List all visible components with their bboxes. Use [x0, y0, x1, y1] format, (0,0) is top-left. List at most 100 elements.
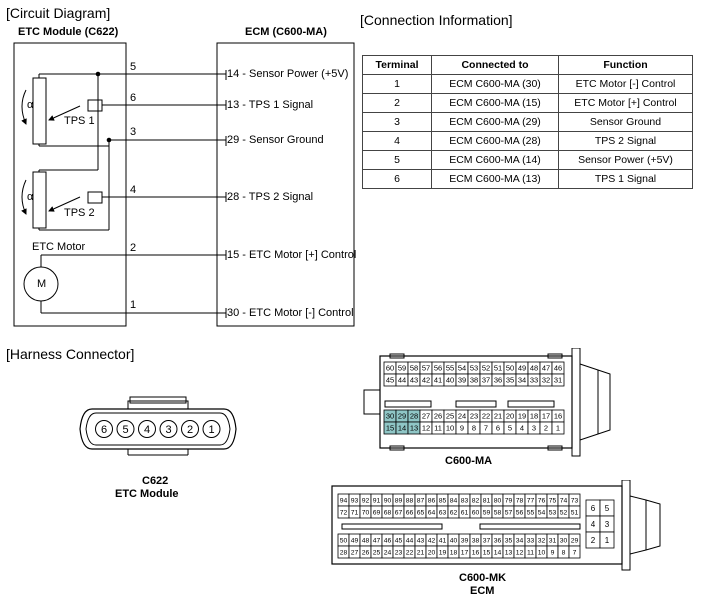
c600-ma-pin-number: 19	[518, 412, 526, 421]
header-function: Function	[558, 55, 693, 75]
connection-heading: [Connection Information]	[360, 12, 513, 28]
c600-ma-pin-number: 56	[434, 364, 442, 373]
c600-mk-pin-number: 24	[384, 549, 392, 556]
c600-mk-pin-number: 40	[450, 537, 458, 544]
c600-ma-pin-number: 9	[460, 424, 464, 433]
pin-1: 1	[130, 299, 137, 311]
c600-mk-pin-number: 61	[461, 509, 469, 516]
c600-mk-pin-number: 20	[428, 549, 436, 556]
c622-sub: ETC Module	[115, 488, 179, 500]
c600-ma-pin-number: 30	[386, 412, 394, 421]
c600-mk-pin-number: 53	[549, 509, 557, 516]
c600-mk-pin-number: 69	[373, 509, 381, 516]
header-connected-to: Connected to	[431, 55, 559, 75]
c600-ma-pin-number: 43	[410, 376, 418, 385]
tps2-resistor	[32, 171, 47, 229]
c600-ma-pin-number: 55	[446, 364, 454, 373]
c600-mk-pin-number: 28	[340, 549, 348, 556]
c600-ma-pin-number: 50	[506, 364, 514, 373]
c600-mk-pin-number: 13	[505, 549, 513, 556]
c600-mk-pin-number: 78	[516, 497, 524, 504]
c600-mk-pin-number: 64	[428, 509, 436, 516]
c600-ma-pin-number: 25	[446, 412, 454, 421]
c600-mk-pin-number: 79	[505, 497, 513, 504]
c600-mk-pin-number: 17	[461, 549, 469, 556]
cell-connected-to: ECM C600-MA (29)	[431, 112, 559, 132]
circuit-heading: [Circuit Diagram]	[6, 5, 111, 21]
c600-ma-pin-number: 10	[446, 424, 454, 433]
c600-ma-pin-number: 31	[554, 376, 562, 385]
pin-4: 4	[130, 184, 137, 196]
cell-terminal: 4	[362, 131, 432, 151]
c600-mk-pin-cell	[568, 505, 581, 519]
c600-ma-pin-number: 45	[386, 376, 394, 385]
c600-ma-pin-number: 4	[520, 424, 524, 433]
c600-ma-pin-cell	[551, 373, 565, 387]
c600-ma-pin-number: 41	[434, 376, 442, 385]
c600-ma-pin-number: 37	[482, 376, 490, 385]
c622-pin-number: 6	[101, 424, 107, 436]
cell-function: TPS 1 Signal	[558, 169, 693, 189]
etc-module-title: ETC Module (C622)	[18, 26, 119, 38]
c600-mk-pin-number: 31	[549, 537, 557, 544]
c622-pin-number: 5	[122, 424, 128, 436]
c600-ma-pin-number: 44	[398, 376, 406, 385]
cell-terminal: 2	[362, 93, 432, 113]
c622-pin	[95, 420, 113, 438]
c600-ma-pin-number: 53	[470, 364, 478, 373]
c600-mk-pin-number: 44	[406, 537, 414, 544]
c600-ma-pin-number: 22	[482, 412, 490, 421]
c600-mk-pin-number: 29	[571, 537, 579, 544]
c600-ma-pin-number: 57	[422, 364, 430, 373]
c600-mk-pin-number: 10	[538, 549, 546, 556]
ecm-wire-15: 15 - ETC Motor [+] Control	[227, 249, 357, 261]
c600-mk-pin-number: 72	[340, 509, 348, 516]
cell-function: ETC Motor [-] Control	[558, 74, 693, 94]
c600-mk-pin-number: 93	[351, 497, 359, 504]
c600-mk-side-pin-number: 1	[605, 536, 610, 545]
tps1-box	[87, 99, 103, 112]
c600-mk-pin-number: 57	[505, 509, 513, 516]
cell-terminal: 3	[362, 112, 432, 132]
c600-mk-pin-number: 83	[461, 497, 469, 504]
c600-mk-pin-number: 52	[560, 509, 568, 516]
c600-mk-pin-number: 7	[573, 549, 577, 556]
c600-mk-pin-number: 23	[395, 549, 403, 556]
cell-terminal: 1	[362, 74, 432, 94]
c600-ma-pin-number: 47	[542, 364, 550, 373]
c600-mk-pin-number: 75	[549, 497, 557, 504]
c600-ma-pin-number: 1	[556, 424, 560, 433]
c600-mk-pin-number: 63	[439, 509, 447, 516]
c600-ma-pin-number: 12	[422, 424, 430, 433]
c600-ma-pin-number: 42	[422, 376, 430, 385]
c600-ma-pin-number: 52	[482, 364, 490, 373]
ecm-wire-14: 14 - Sensor Power (+5V)	[227, 68, 349, 80]
c622-pin	[181, 420, 199, 438]
c600-mk-side-pin-number: 5	[605, 504, 610, 513]
pin-5: 5	[130, 61, 137, 73]
c600-mk-pin-number: 43	[417, 537, 425, 544]
etc-module-box	[13, 42, 127, 327]
c600-ma-pin-number: 46	[554, 364, 562, 373]
circuit-diagram	[13, 42, 355, 327]
c600-mk-pin-number: 32	[538, 537, 546, 544]
c600-mk-side-pin-cell	[599, 531, 615, 549]
c600-mk-pin-number: 80	[494, 497, 502, 504]
cell-connected-to: ECM C600-MA (13)	[431, 169, 559, 189]
c600-mk-pin-number: 48	[362, 537, 370, 544]
pin-3: 3	[130, 126, 137, 138]
c600-mk-pin-number: 36	[494, 537, 502, 544]
c600-mk-pin-number: 34	[516, 537, 524, 544]
c600-mk-pin-number: 50	[340, 537, 348, 544]
c600-ma-pin-number: 18	[530, 412, 538, 421]
c600-ma-pin-number: 51	[494, 364, 502, 373]
c600-mk-side-pin-number: 2	[591, 536, 596, 545]
c600-mk-pin-number: 90	[384, 497, 392, 504]
c600-ma-pin-number: 2	[544, 424, 548, 433]
c600-mk-pin-number: 68	[384, 509, 392, 516]
